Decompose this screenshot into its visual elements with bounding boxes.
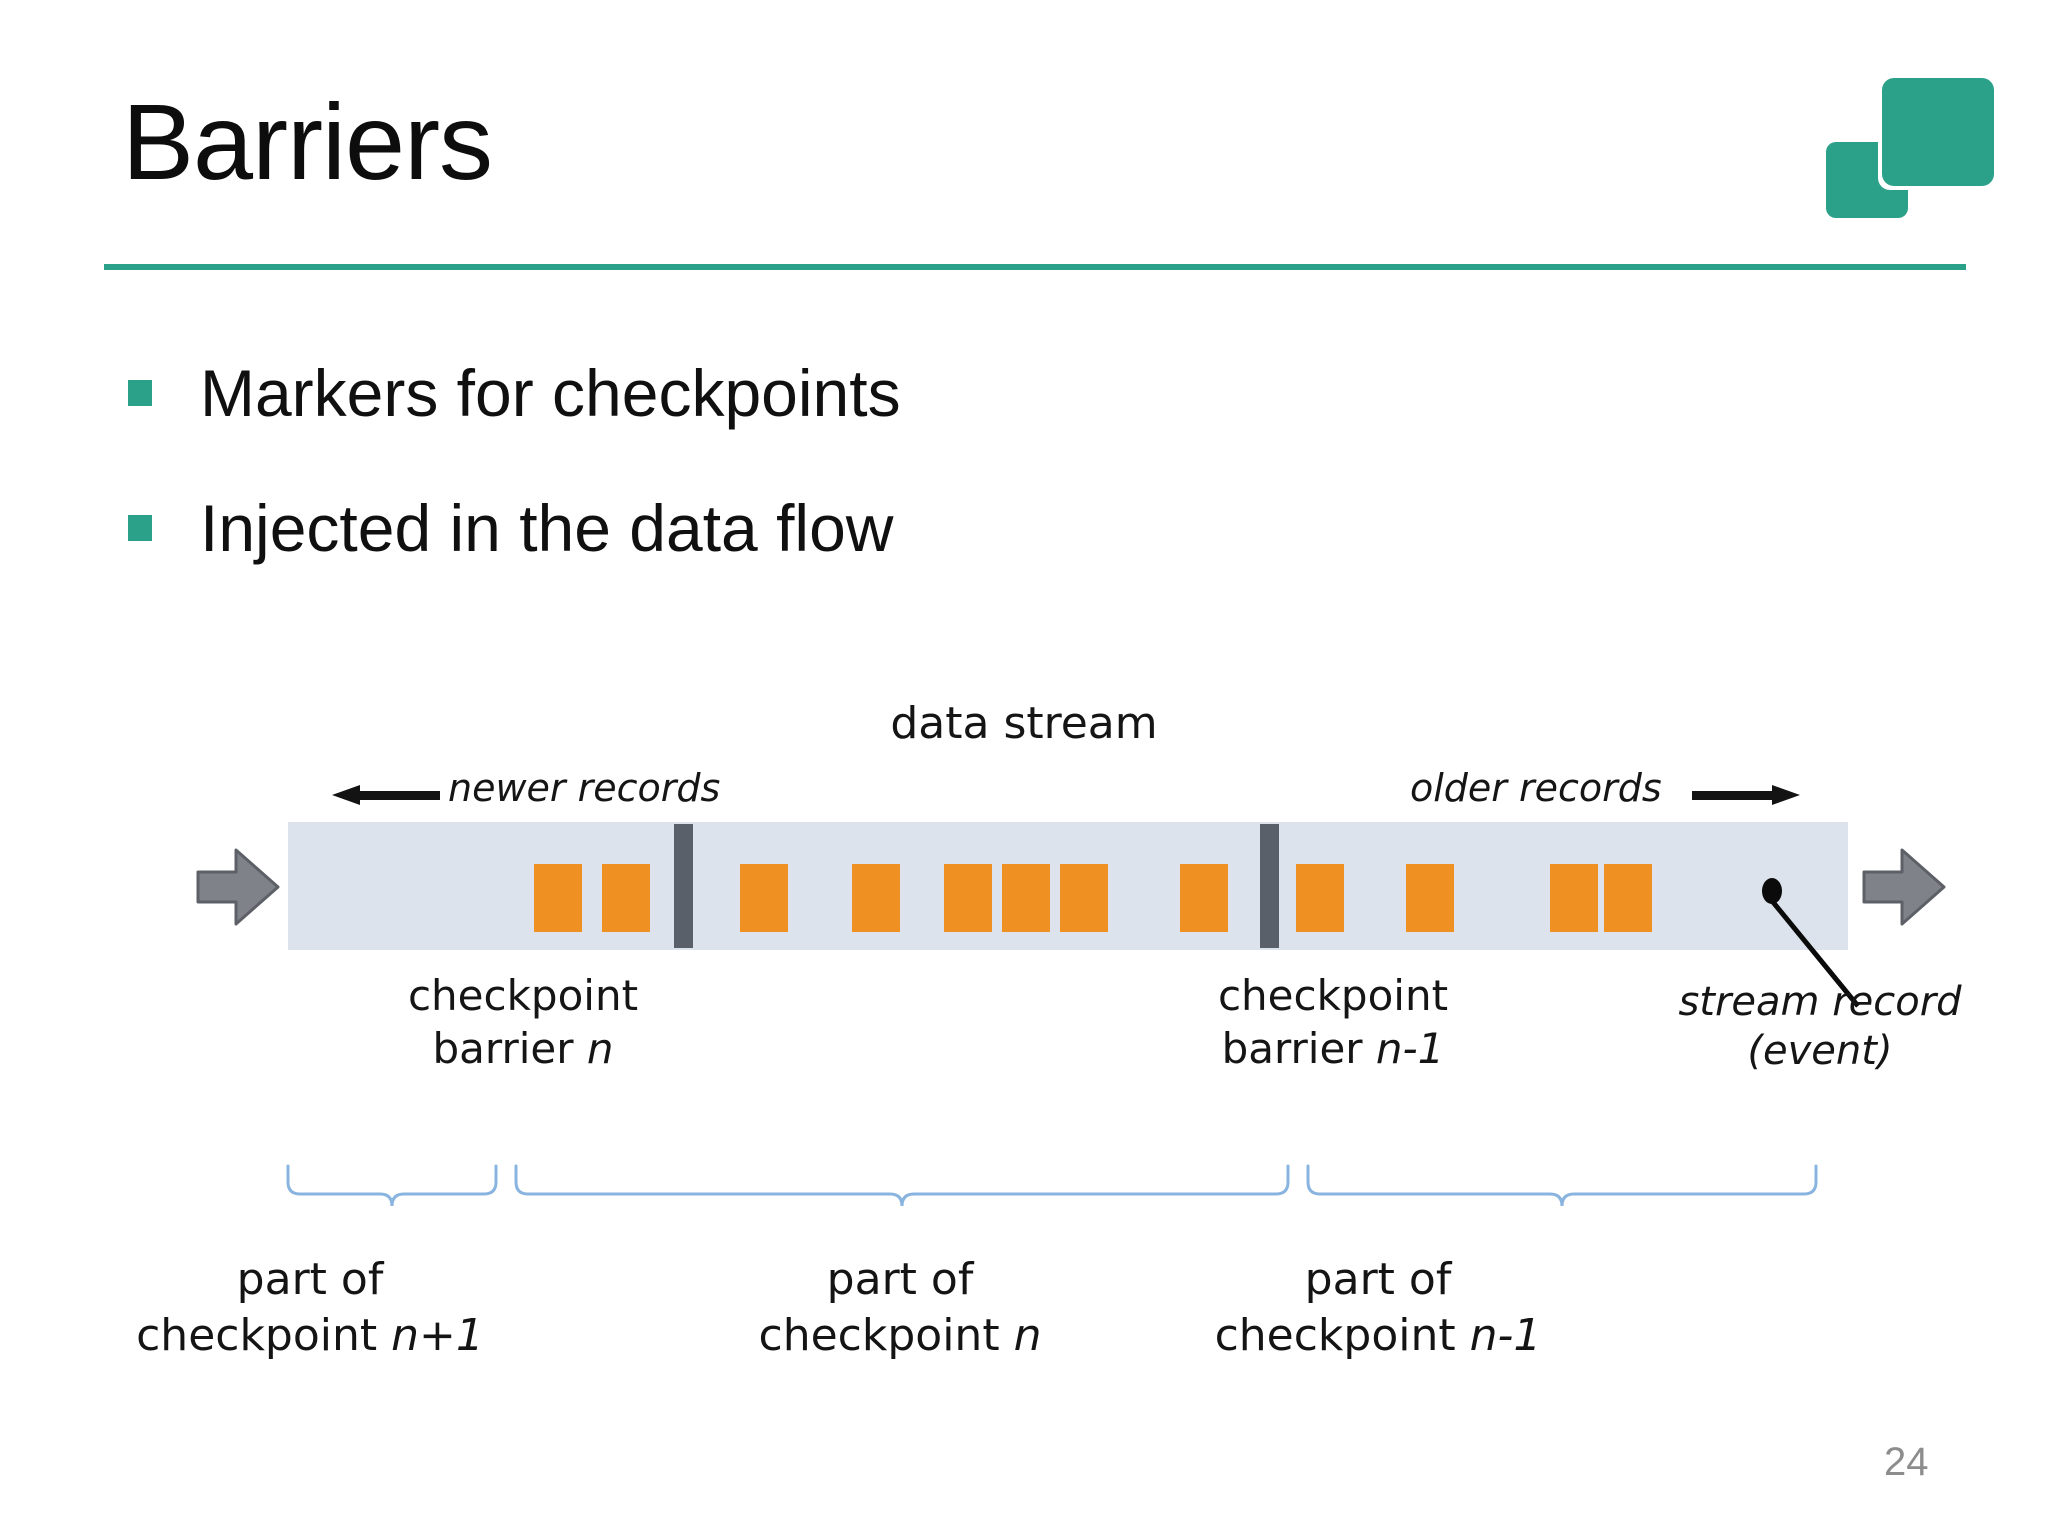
- bullet-item-label: Injected in the data flow: [200, 491, 894, 565]
- title-divider-rule: [104, 264, 1966, 270]
- stream-record-box: [1180, 864, 1228, 932]
- older-records-label: older records: [1410, 766, 1662, 810]
- diagram-title: data stream: [890, 698, 1158, 749]
- page-title: Barriers: [122, 81, 493, 202]
- part-of-checkpoint-n-label: part of checkpoint n: [700, 1252, 1100, 1365]
- data-stream-diagram: data stream newer records older records …: [0, 640, 2048, 1380]
- part-line-1: part of: [1304, 1254, 1452, 1305]
- part-line-2-italic: n+1: [391, 1310, 484, 1362]
- stream-record-label: stream record (event): [1660, 978, 1980, 1076]
- stream-record-box: [944, 864, 992, 932]
- stream-bar: [288, 822, 1848, 950]
- stream-record-box: [1550, 864, 1598, 932]
- brand-logo: [1826, 78, 1994, 218]
- part-line-1: part of: [826, 1254, 974, 1305]
- left-arrow-icon: [332, 785, 440, 805]
- bullet-item-label: Markers for checkpoints: [200, 356, 901, 430]
- caption-line-2-prefix: barrier: [432, 1023, 587, 1073]
- part-of-checkpoint-n-minus-1-label: part of checkpoint n-1: [1178, 1252, 1578, 1365]
- part-line-2-prefix: checkpoint: [1214, 1310, 1470, 1362]
- part-line-2-prefix: checkpoint: [136, 1310, 392, 1362]
- caption-line-1: checkpoint: [407, 971, 639, 1020]
- stream-record-leader-line: [1766, 894, 1860, 1008]
- right-arrow-icon: [1692, 785, 1800, 805]
- stream-record-box: [740, 864, 788, 932]
- stream-record-box: [852, 864, 900, 932]
- stream-record-box: [1406, 864, 1454, 932]
- part-line-2-prefix: checkpoint: [758, 1310, 1014, 1362]
- stream-record-box: [602, 864, 650, 932]
- stream-record-box: [534, 864, 582, 932]
- square-bullet-icon: [128, 380, 152, 406]
- checkpoint-barrier-marker: [674, 824, 693, 948]
- caption-line-2-italic: n: [586, 1023, 614, 1073]
- caption-line-1: checkpoint: [1217, 971, 1449, 1020]
- bullet-item-markers: Markers for checkpoints: [128, 360, 901, 426]
- square-bullet-icon: [128, 515, 152, 541]
- part-line-2-italic: n-1: [1469, 1310, 1542, 1362]
- checkpoint-barrier-marker: [1260, 824, 1279, 948]
- checkpoint-barrier-n-label: checkpoint barrier n: [368, 970, 678, 1076]
- slide-page-number: 24: [1884, 1440, 1929, 1484]
- stream-record-box: [1060, 864, 1108, 932]
- part-line-2-italic: n: [1013, 1310, 1042, 1362]
- caption-line-2-italic: n-1: [1375, 1023, 1445, 1073]
- stream-inflow-arrow-icon: [196, 846, 280, 928]
- checkpoint-barrier-n-1-label: checkpoint barrier n-1: [1178, 970, 1488, 1076]
- stream-record-box: [1002, 864, 1050, 932]
- caption-line-1: stream record: [1678, 979, 1962, 1025]
- bullet-item-injected: Injected in the data flow: [128, 495, 893, 561]
- stream-outflow-arrow-icon: [1862, 846, 1946, 928]
- newer-records-label: newer records: [448, 766, 721, 810]
- checkpoint-span-braces: [286, 1164, 1818, 1207]
- caption-line-2-prefix: barrier: [1221, 1023, 1376, 1073]
- part-of-checkpoint-n-plus-1-label: part of checkpoint n+1: [110, 1252, 510, 1365]
- part-line-1: part of: [236, 1254, 384, 1305]
- stream-record-box: [1296, 864, 1344, 932]
- stream-record-box: [1604, 864, 1652, 932]
- logo-square-front-icon: [1882, 78, 1994, 186]
- caption-line-2: (event): [1747, 1027, 1893, 1074]
